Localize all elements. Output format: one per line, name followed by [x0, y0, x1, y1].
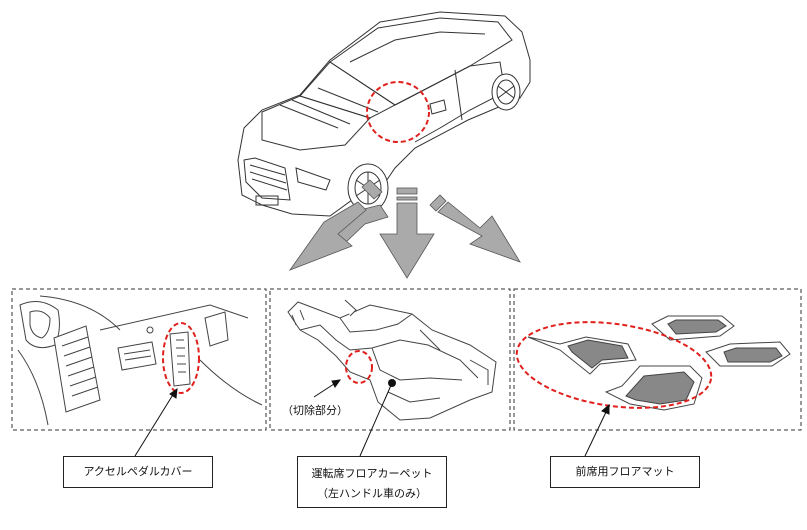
- accel-pedal-cover-label-box: アクセルペダルカバー: [63, 456, 213, 488]
- floor-mat-label: 前席用フロアマット: [575, 465, 675, 478]
- floor-carpet-note: （左ハンドル車のみ）: [317, 487, 427, 500]
- cut-part-arrow: [313, 379, 342, 398]
- panel-accel-pedal: [11, 288, 267, 431]
- arrow-left: [288, 179, 389, 271]
- pedal-highlight-circle: [162, 322, 200, 394]
- car-highlight-circle: [366, 81, 430, 143]
- carpet-illustration: [287, 299, 497, 421]
- leader-carpet: [359, 382, 393, 457]
- panel-floor-mat: [513, 288, 802, 431]
- panel-floor-carpet: [269, 288, 511, 431]
- floor-carpet-label-box: 運転席フロアカーペット （左ハンドル車のみ）: [297, 456, 447, 508]
- cut-part-label: （切除部分）: [282, 404, 348, 417]
- arrow-down: [379, 187, 435, 279]
- carpet-highlight-circle: [345, 350, 373, 384]
- pedal-illustration: [17, 295, 263, 426]
- car-illustration: [237, 11, 531, 217]
- floor-mat-illustration: [527, 315, 791, 411]
- floor-mat-label-box: 前席用フロアマット: [550, 456, 700, 488]
- arrow-right: [429, 194, 521, 263]
- leader-accel: [134, 387, 178, 457]
- floor-carpet-label: 運転席フロアカーペット: [311, 467, 433, 480]
- accel-pedal-cover-label: アクセルペダルカバー: [83, 465, 193, 478]
- leader-floor-mat: [584, 403, 610, 457]
